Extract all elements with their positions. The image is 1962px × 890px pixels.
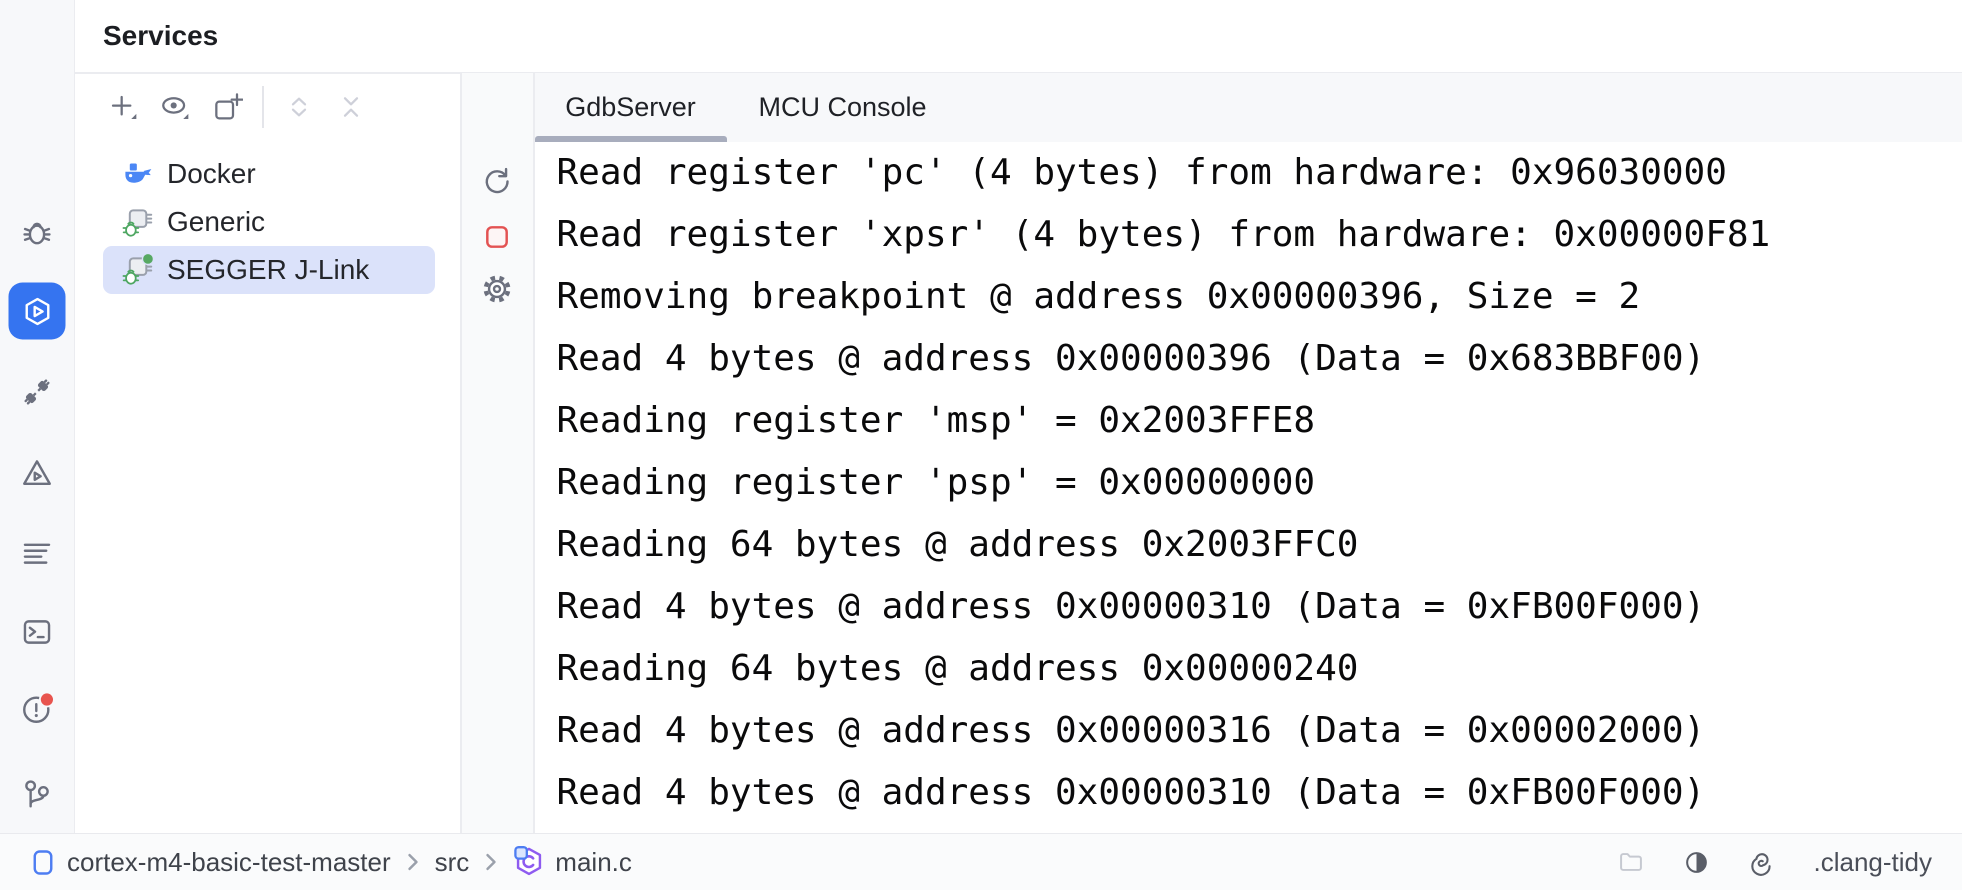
terminal-icon[interactable] [20,615,54,649]
tree-item-segger-jlink[interactable]: SEGGER J-Link [103,246,435,294]
dropdown-corner-icon [131,113,137,119]
console-line: Read 4 bytes @ address 0x00000310 (Data … [556,586,1706,627]
tool-window-stripe [0,0,75,833]
console-line: Removing breakpoint @ address 0x00000396… [556,276,1641,317]
module-icon [33,849,53,875]
console-tabs: GdbServer MCU Console [534,73,1962,142]
console-line: Read 4 bytes @ address 0x00000310 (Data … [556,772,1706,813]
console-line: Read register 'pc' (4 bytes) from hardwa… [556,152,1727,193]
active-tab-underline [534,136,727,142]
panel-divider[interactable] [460,73,462,833]
breadcrumb-project[interactable]: cortex-m4-basic-test-master [67,846,391,877]
open-in-new-tab-button[interactable] [206,86,248,128]
expand-all-button[interactable] [278,86,320,128]
structure-lines-icon[interactable] [20,536,54,570]
chevron-right-icon [407,853,419,871]
debug-bug-icon[interactable] [20,216,54,250]
panel-title: Services [103,20,219,51]
git-branch-icon[interactable] [20,778,54,812]
tree-item-docker[interactable]: Docker [103,150,435,198]
header-divider [75,72,1962,74]
tree-item-label: Docker [167,158,256,189]
console-line: Read 4 bytes @ address 0x00000316 (Data … [556,710,1706,751]
running-dot [143,253,153,264]
console-line: Read 4 bytes @ address 0x00000396 (Data … [556,338,1706,379]
breadcrumb-src[interactable]: src [434,846,470,877]
status-bar-widgets: .clang-tidy [1617,846,1933,878]
console-toolbar [461,73,533,833]
gdbserver-console-output[interactable]: Read register 'pc' (4 bytes) from hardwa… [534,142,1962,833]
rerun-icon[interactable] [480,164,514,198]
folder-icon[interactable] [1617,848,1645,876]
problems-badge [40,693,54,706]
services-tree: Docker Generic [75,150,460,294]
embedded-chip-debug-icon-running [122,253,154,285]
contrast-icon[interactable] [1683,849,1710,876]
eye-pupil [170,101,177,108]
plug-icon[interactable] [20,375,54,409]
stop-icon[interactable] [482,222,513,253]
toolbar-separator [262,85,264,128]
services-panel: Services [75,0,460,833]
tab-label: MCU Console [758,92,927,122]
console-line: Reading register 'msp' = 0x2003FFE8 [556,400,1316,441]
tab-mcu-console[interactable]: MCU Console [727,73,959,142]
clangd-spiral-icon[interactable] [1748,848,1776,876]
profiler-triangle-icon[interactable] [20,456,54,490]
console-line: Reading 64 bytes @ address 0x2003FFC0 [556,524,1359,565]
c-file-icon [514,846,542,876]
console-line: Reading 64 bytes @ address 0x00000240 [556,648,1359,689]
collapse-all-button[interactable] [330,86,372,128]
tree-item-generic[interactable]: Generic [103,198,435,246]
clang-tidy-widget[interactable]: .clang-tidy [1813,846,1933,877]
tree-item-label: Generic [167,206,266,237]
tab-gdbserver[interactable]: GdbServer [534,73,727,142]
console-divider [533,73,535,833]
add-service-button[interactable] [102,86,144,128]
problems-icon[interactable] [20,692,54,726]
chevron-right-icon [485,853,497,871]
breadcrumb-file[interactable]: main.c [555,846,632,877]
console-line: Reading register 'psp' = 0x00000000 [556,462,1316,503]
dropdown-corner-icon [183,113,189,119]
docker-whale-icon [125,163,152,183]
services-selected-highlight [8,282,66,340]
services-icon[interactable] [8,282,66,340]
breadcrumbs: cortex-m4-basic-test-master src main.c [32,845,632,879]
tree-item-label: SEGGER J-Link [167,254,370,285]
embedded-chip-debug-icon [122,208,153,237]
status-bar: cortex-m4-basic-test-master src main.c [0,833,1962,890]
settings-gear-icon[interactable] [480,272,514,306]
tab-label: GdbServer [565,92,696,122]
services-toolbar [75,73,460,140]
console-line: Read register 'xpsr' (4 bytes) from hard… [556,214,1771,255]
view-options-button[interactable] [154,86,196,128]
